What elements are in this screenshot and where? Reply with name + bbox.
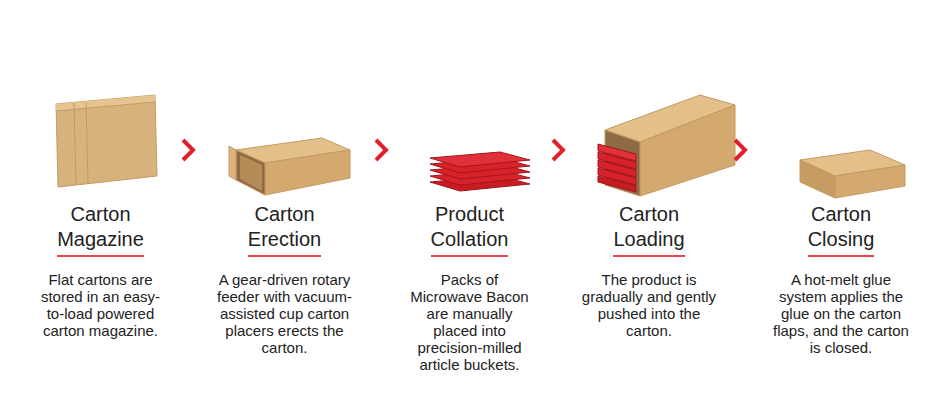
loading-carton — [598, 95, 735, 196]
process-step: Carton Closing A hot-melt glue system app… — [747, 80, 935, 362]
process-step: Carton MagazineFlat cartons are stored i… — [20, 80, 181, 345]
step-title: Product Collation — [431, 202, 509, 257]
step-description: The product is gradually and gently push… — [579, 271, 719, 339]
step-title: Carton Loading — [613, 202, 684, 257]
flat-carton — [56, 95, 157, 187]
closed-carton — [800, 150, 905, 198]
open-carton — [229, 138, 350, 195]
process-step: Product CollationPacks of Microwave Baco… — [388, 80, 551, 379]
step-title: Carton Closing — [808, 202, 875, 257]
process-step: Carton Erection A gear-driven rotary feed… — [195, 80, 374, 362]
step-title: Carton Erection — [248, 202, 321, 257]
process-step: Carton LoadingThe product is gradually a… — [565, 80, 733, 345]
step-description: Packs of Microwave Bacon are manually pl… — [404, 271, 536, 373]
step-title: Carton Magazine — [57, 202, 144, 257]
flow-chevron — [376, 140, 386, 160]
flow-chevron — [735, 140, 745, 160]
step-description: Flat cartons are stored in an easy-to-lo… — [37, 271, 165, 339]
flow-chevron — [183, 140, 193, 160]
step-description: A gear-driven rotary feeder with vacuum-… — [215, 271, 355, 356]
product-stack — [430, 152, 530, 191]
step-description: A hot-melt glue system applies the glue … — [766, 271, 916, 356]
flow-chevron — [553, 140, 563, 160]
